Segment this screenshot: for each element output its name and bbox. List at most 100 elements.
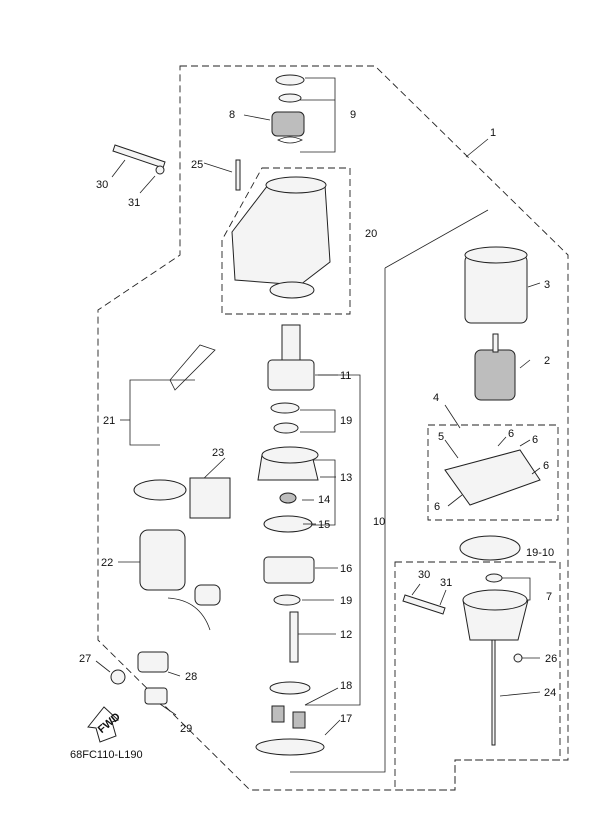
cap-23: [194, 584, 221, 606]
callout-20: 20: [365, 228, 377, 240]
callout-19-10: 19-10: [526, 547, 554, 559]
callout-6c: 6: [543, 460, 549, 472]
bolt-30-rear: [402, 594, 446, 615]
callout-5: 5: [438, 431, 444, 443]
callout-labels: 1 2 3 4 5 6 6 6 6 7 8 9 10 11 12 13 14 1…: [79, 109, 557, 735]
callout-28: 28: [185, 671, 197, 683]
clutch-11: [267, 359, 315, 391]
callout-18: 18: [340, 680, 352, 692]
solenoid-lead: [167, 597, 211, 631]
leader-lines: [95, 114, 541, 736]
drive-housing-top: [265, 176, 327, 194]
screw-25: [235, 159, 241, 191]
seal-ring-9: [275, 74, 305, 86]
callout-22: 22: [101, 557, 113, 569]
callout-12: 12: [340, 629, 352, 641]
cover-29: [144, 687, 168, 705]
shaft-12: [289, 611, 299, 663]
callout-14: 14: [318, 494, 330, 506]
plate-19-10: [459, 535, 521, 561]
callout-23: 23: [212, 447, 224, 459]
callout-10: 10: [373, 516, 385, 528]
washer-31: [155, 165, 165, 175]
parts: [110, 74, 541, 756]
callout-19a: 19: [340, 415, 352, 427]
callout-4: 4: [433, 392, 439, 404]
seal-7: [485, 573, 503, 583]
clip-19: [270, 402, 300, 414]
callout-19b: 19: [340, 595, 352, 607]
pinion-gear-8: [271, 111, 305, 137]
washer-9: [278, 93, 302, 103]
callout-8: 8: [229, 109, 235, 121]
bracket-lines: [129, 77, 531, 773]
clutch-shaft-11: [281, 324, 301, 361]
brush-holder-4: [444, 449, 541, 506]
rear-cover-outline: [394, 561, 561, 791]
callout-29: 29: [180, 723, 192, 735]
drive-housing-outline: [221, 167, 351, 315]
main-assembly-outline: [97, 65, 569, 791]
bracket-11-line: [305, 374, 361, 706]
brush-holder-outline: [427, 424, 559, 521]
callout-17: 17: [340, 713, 352, 725]
screw-26: [513, 653, 523, 663]
terminal-28: [137, 651, 169, 673]
bracket-10-line: [290, 268, 386, 773]
drawing-code: 68FC110-L190: [70, 749, 143, 761]
solenoid-22: [139, 529, 186, 591]
callout-30b: 30: [418, 569, 430, 581]
bracket-13-line: [305, 459, 336, 526]
rear-cover-top: [462, 589, 528, 611]
spring-9: [277, 136, 303, 144]
housing-bearing: [269, 281, 315, 299]
callout-9: 9: [350, 109, 356, 121]
boot-23: [189, 477, 231, 519]
callout-13: 13: [340, 472, 352, 484]
assembly-outlines: [97, 65, 569, 791]
planet-gear-18b: [292, 711, 306, 729]
planet-gear-18a: [271, 705, 285, 723]
planet-carrier-18: [269, 681, 311, 695]
callout-2: 2: [544, 355, 550, 367]
callout-6b: 6: [532, 434, 538, 446]
callout-6a: 6: [508, 428, 514, 440]
callout-31b: 31: [440, 577, 452, 589]
callout-15: 15: [318, 519, 330, 531]
callout-7: 7: [546, 591, 552, 603]
callout-26: 26: [545, 653, 557, 665]
bolt-30: [112, 144, 166, 169]
bearing-14: [279, 492, 297, 504]
callout-3: 3: [544, 279, 550, 291]
callout-30a: 30: [96, 179, 108, 191]
callout-1: 1: [490, 127, 496, 139]
callout-21: 21: [103, 415, 115, 427]
callout-11: 11: [340, 370, 351, 382]
armature-2: [474, 349, 516, 401]
callout-25: 25: [191, 159, 203, 171]
washer-19: [273, 422, 299, 434]
yoke-3: [464, 254, 528, 324]
washer-19-lower: [273, 594, 301, 606]
internal-gear-16: [263, 556, 315, 584]
bracket-1-line: [384, 209, 489, 269]
drive-housing-20: [231, 184, 331, 286]
callout-24: 24: [544, 687, 556, 699]
bracket-21-line: [129, 379, 195, 446]
bracket-19-line: [300, 409, 336, 433]
callout-6d: 6: [434, 501, 440, 513]
through-bolt-24: [491, 639, 496, 746]
yoke-3-top: [464, 246, 528, 264]
callout-31a: 31: [128, 197, 140, 209]
nut-27: [110, 669, 126, 685]
armature-shaft: [492, 333, 499, 353]
callout-16: 16: [340, 563, 352, 575]
callout-27: 27: [79, 653, 91, 665]
bracket-9-line: [300, 77, 336, 153]
forward-arrow-icon: FWD: [87, 706, 123, 743]
plate-17: [255, 738, 325, 756]
shift-lever-21: [169, 344, 216, 391]
gear-carrier-top: [261, 446, 319, 464]
plate-21: [133, 479, 187, 501]
